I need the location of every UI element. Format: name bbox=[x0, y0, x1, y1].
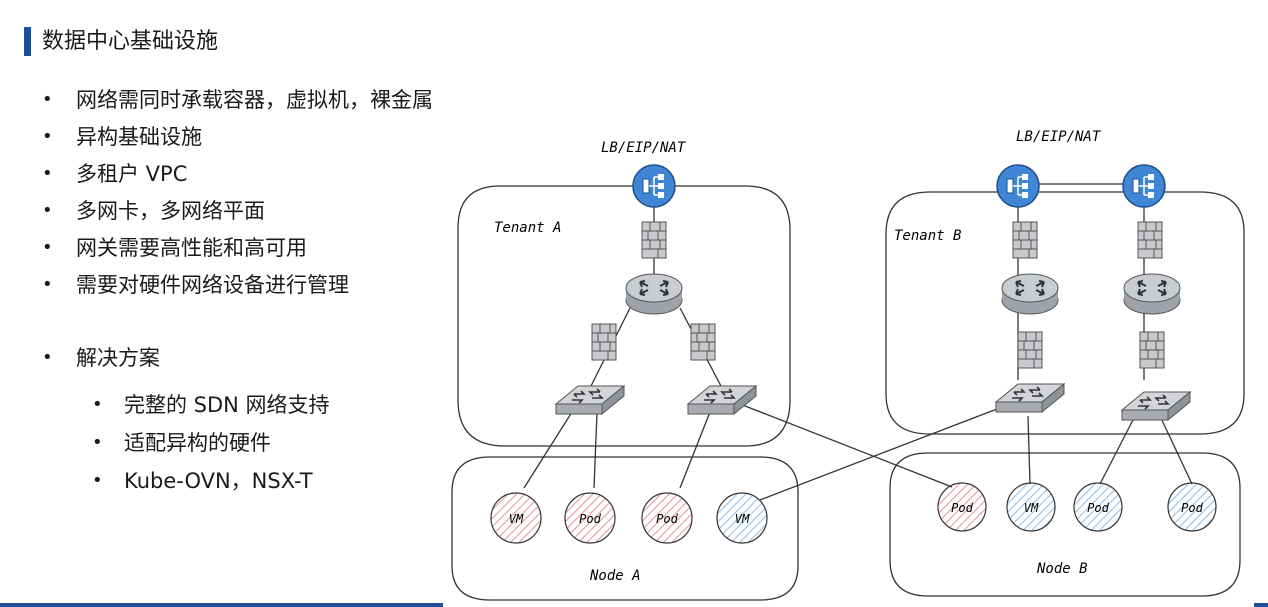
svg-text:VM: VM bbox=[1024, 501, 1039, 515]
bullet-item: 多租户 VPC bbox=[42, 160, 433, 197]
sub-bullet-list: 完整的 SDN 网络支持 适配异构的硬件 Kube-OVN，NSX-T bbox=[92, 391, 330, 505]
firewall-icon bbox=[641, 221, 667, 259]
tenant-a-label: Tenant A bbox=[494, 220, 561, 236]
bullet-item: 网络需同时承载容器，虚拟机，裸金属 bbox=[42, 86, 433, 123]
bullet-item: 多网卡，多网络平面 bbox=[42, 197, 433, 234]
node-a-vm: VM bbox=[716, 492, 768, 544]
firewall-icon bbox=[591, 323, 617, 361]
load-balancer-icon bbox=[632, 164, 676, 208]
footer-accent-line bbox=[1254, 603, 1268, 607]
node-b-box bbox=[889, 452, 1241, 597]
lb-label-tenant-a: LB/EIP/NAT bbox=[601, 140, 687, 156]
tenant-b-box bbox=[885, 191, 1245, 435]
firewall-icon bbox=[690, 323, 716, 361]
sub-bullet-item: 完整的 SDN 网络支持 bbox=[92, 391, 330, 429]
switch-icon bbox=[555, 385, 625, 415]
node-a-pod: Pod bbox=[564, 492, 616, 544]
switch-icon bbox=[687, 385, 757, 415]
bullet-item: 网关需要高性能和高可用 bbox=[42, 234, 433, 271]
sub-bullet-item: Kube-OVN，NSX-T bbox=[92, 467, 330, 505]
node-b-pod: Pod bbox=[1167, 482, 1217, 532]
node-b-pod: Pod bbox=[937, 482, 987, 532]
firewall-icon bbox=[1017, 331, 1043, 369]
load-balancer-icon bbox=[996, 164, 1040, 208]
footer-accent-line bbox=[0, 603, 443, 607]
tenant-b-links bbox=[1017, 183, 1193, 485]
svg-text:Pod: Pod bbox=[656, 512, 678, 526]
switch-icon bbox=[995, 383, 1065, 413]
router-icon bbox=[1001, 273, 1059, 315]
node-b-vm: VM bbox=[1006, 482, 1056, 532]
bullet-item: 需要对硬件网络设备进行管理 bbox=[42, 271, 433, 308]
bullet-item: 解决方案 bbox=[42, 344, 433, 381]
svg-text:Pod: Pod bbox=[1087, 501, 1109, 515]
firewall-icon bbox=[1012, 221, 1038, 259]
node-b-pod: Pod bbox=[1073, 482, 1123, 532]
firewall-icon bbox=[1139, 331, 1165, 369]
svg-text:VM: VM bbox=[509, 512, 524, 526]
svg-text:Pod: Pod bbox=[579, 512, 601, 526]
router-icon bbox=[1123, 273, 1181, 315]
load-balancer-icon bbox=[1122, 164, 1166, 208]
page-title: 数据中心基础设施 bbox=[42, 29, 219, 54]
tenant-b-label: Tenant B bbox=[894, 228, 961, 244]
svg-text:VM: VM bbox=[735, 512, 750, 526]
title-accent-bar bbox=[24, 27, 31, 56]
lb-label-tenant-b: LB/EIP/NAT bbox=[1016, 129, 1102, 145]
node-a-box bbox=[451, 456, 799, 601]
node-a-label: Node A bbox=[589, 568, 641, 584]
node-a-pod: Pod bbox=[641, 492, 693, 544]
router-icon bbox=[625, 273, 683, 315]
node-a-vm: VM bbox=[490, 492, 542, 544]
firewall-icon bbox=[1137, 221, 1163, 259]
svg-text:Pod: Pod bbox=[1181, 501, 1203, 515]
switch-icon bbox=[1121, 391, 1191, 421]
sub-bullet-item: 适配异构的硬件 bbox=[92, 429, 330, 467]
bullet-list: 网络需同时承载容器，虚拟机，裸金属 异构基础设施 多租户 VPC 多网卡，多网络… bbox=[42, 86, 433, 381]
node-b-label: Node B bbox=[1036, 561, 1088, 577]
tenant-a-box bbox=[457, 185, 791, 447]
bullet-item: 异构基础设施 bbox=[42, 123, 433, 160]
svg-text:Pod: Pod bbox=[951, 501, 973, 515]
